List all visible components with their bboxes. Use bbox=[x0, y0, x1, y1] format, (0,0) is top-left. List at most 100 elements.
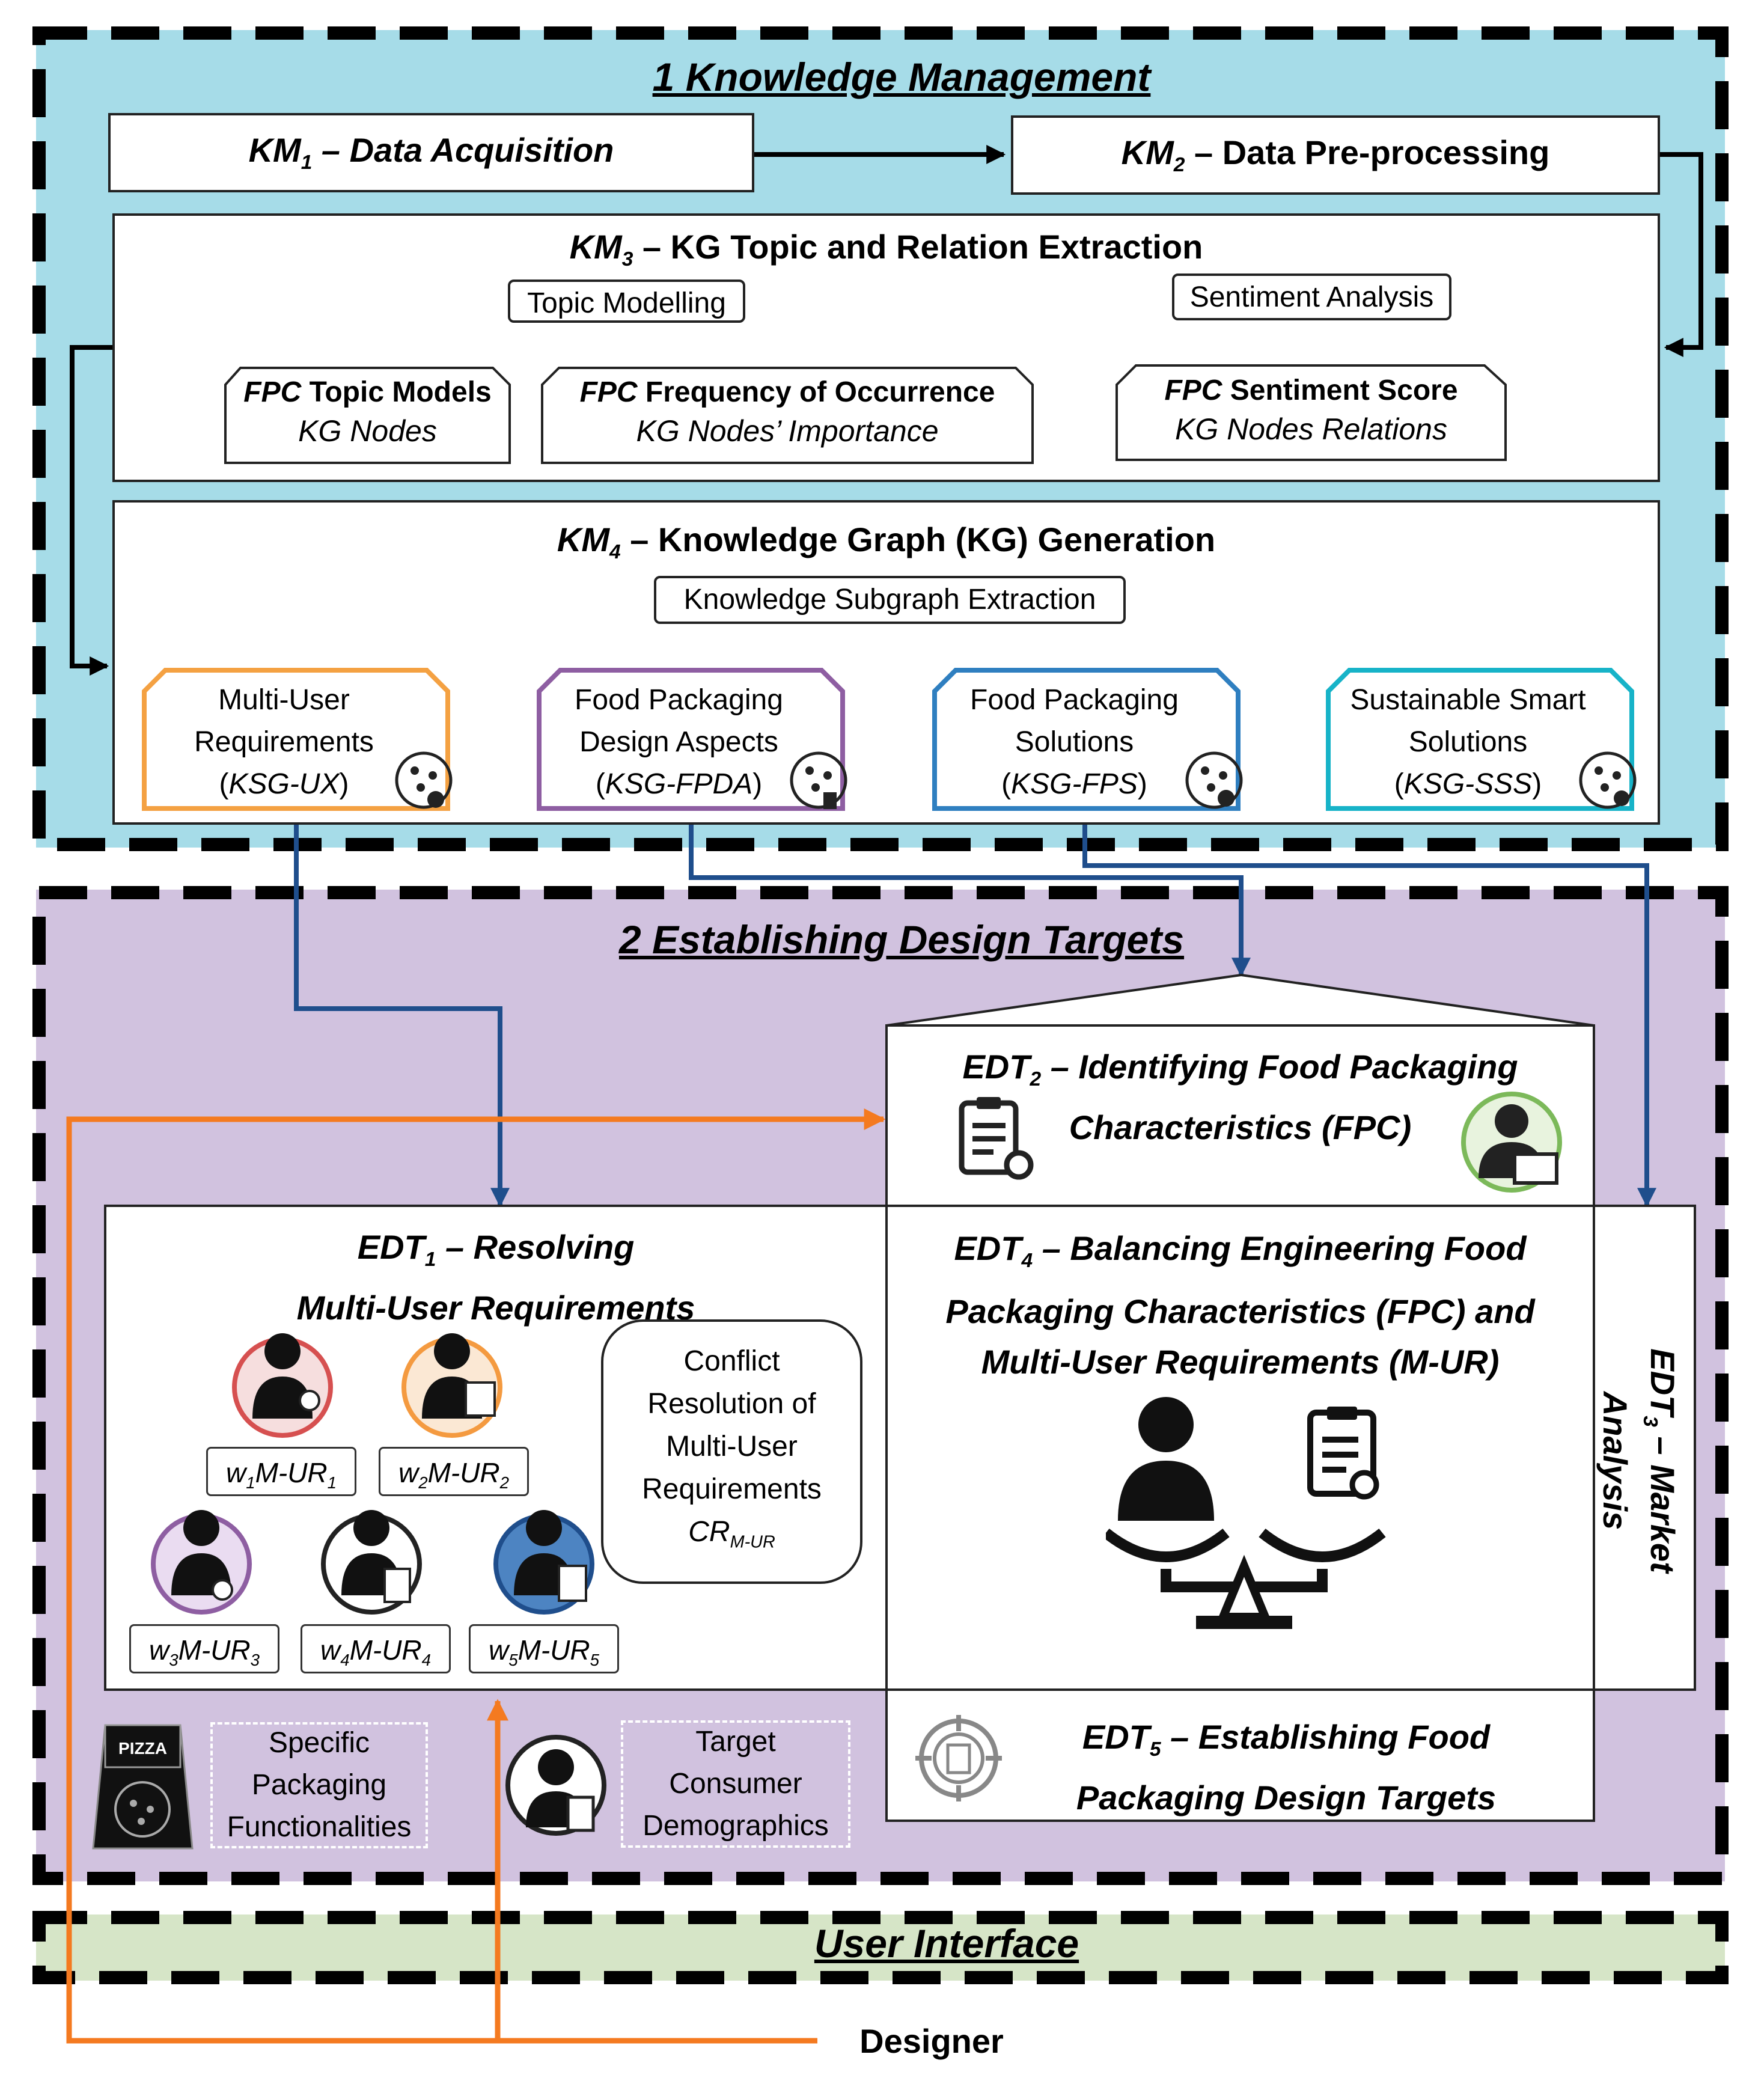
ur1-sub: 1 bbox=[327, 1473, 337, 1493]
ur5-w: 5 bbox=[508, 1651, 518, 1670]
ur-label-3: w3M-UR3 bbox=[129, 1624, 279, 1673]
edt2-line1: – Identifying Food Packaging bbox=[1041, 1048, 1518, 1086]
ur3-sub: 3 bbox=[250, 1651, 260, 1670]
edt4-line1: – Balancing Engineering Food bbox=[1033, 1229, 1527, 1267]
edt3-line2: Analysis bbox=[1596, 1391, 1634, 1530]
edt3-title: EDT3 – Market Analysis bbox=[1596, 1214, 1682, 1707]
designer-computer-icon bbox=[1461, 1092, 1562, 1193]
ur2-w: 2 bbox=[418, 1473, 428, 1493]
ur-label-1: w1M-UR1 bbox=[206, 1447, 356, 1496]
ksg-sss-code: KSG-SSS bbox=[1403, 768, 1533, 800]
sentiment-analysis-tag: Sentiment Analysis bbox=[1172, 273, 1451, 320]
ur4-text: M-UR bbox=[349, 1634, 422, 1666]
user-interface-title[interactable]: User Interface bbox=[814, 1921, 1079, 1966]
edt2-sub: 2 bbox=[1030, 1068, 1042, 1091]
fpc-label-3: FPC bbox=[1164, 374, 1222, 406]
edt1-prefix: EDT bbox=[357, 1228, 425, 1266]
consumer-icon bbox=[505, 1735, 606, 1836]
km3-sub: 3 bbox=[621, 248, 633, 271]
kg-nodes-label: KG Nodes bbox=[298, 414, 437, 448]
balance-scale-icon bbox=[1106, 1397, 1386, 1629]
ur4-sub: 4 bbox=[421, 1651, 432, 1670]
conflict-resolution-box: Conflict Resolution of Multi-User Requir… bbox=[601, 1319, 862, 1584]
edt4-line3: Multi-User Requirements (M-UR) bbox=[981, 1343, 1500, 1381]
ui-panel bbox=[36, 1914, 1725, 1981]
ur1-text: M-UR bbox=[255, 1457, 328, 1488]
km1-prefix: KM bbox=[248, 131, 301, 170]
clipboard-gear-icon bbox=[959, 1097, 1034, 1180]
specific-line3: Functionalities bbox=[227, 1811, 412, 1843]
fpc-frequency: FPC Frequency of Occurrence KG Nodes’ Im… bbox=[542, 376, 1033, 448]
edt4-title: EDT4 – Balancing Engineering Food Packag… bbox=[887, 1223, 1594, 1387]
fpc-sentiment: FPC Sentiment Score KG Nodes Relations bbox=[1117, 374, 1506, 447]
edt2-title: EDT2 – Identifying Food Packaging Charac… bbox=[887, 1043, 1594, 1152]
km1-sub: 1 bbox=[301, 151, 313, 174]
conflict-line3: Multi-User bbox=[666, 1430, 798, 1462]
ksg-sss-line1: Sustainable Smart bbox=[1350, 684, 1586, 716]
km4-prefix: KM bbox=[557, 521, 609, 558]
km1-box: KM1 – Data Acquisition bbox=[108, 113, 754, 192]
ksg-fps-line2: Solutions bbox=[1015, 726, 1134, 758]
user-icon-4 bbox=[323, 1516, 420, 1612]
ksg-fps-line1: Food Packaging bbox=[970, 684, 1179, 716]
km4-title: KM4 – Knowledge Graph (KG) Generation bbox=[112, 520, 1660, 564]
km4-sub: 4 bbox=[609, 541, 621, 564]
km3-prefix: KM bbox=[569, 228, 622, 266]
user-icon-2 bbox=[404, 1339, 500, 1435]
edt2-line2: Characteristics (FPC) bbox=[1069, 1108, 1412, 1147]
ur-label-2: w2M-UR2 bbox=[379, 1447, 529, 1496]
km2-prefix: KM bbox=[1121, 133, 1174, 172]
edt5-sub: 5 bbox=[1149, 1738, 1161, 1761]
ksg-fps-code: KSG-FPS bbox=[1011, 768, 1138, 800]
ur4-w: 4 bbox=[340, 1651, 350, 1670]
edt4-prefix: EDT bbox=[954, 1229, 1022, 1267]
conflict-cr-sub: M-UR bbox=[730, 1532, 775, 1552]
kg-nodes-relations-label: KG Nodes Relations bbox=[1174, 412, 1447, 446]
ksg-fpda-code: KSG-FPDA bbox=[605, 768, 753, 800]
kg-nodes-importance-label: KG Nodes’ Importance bbox=[636, 414, 939, 448]
edt1-sub: 1 bbox=[424, 1248, 436, 1271]
ksg-sss-line2: Solutions bbox=[1408, 726, 1528, 758]
fpc-label-1: FPC bbox=[243, 376, 302, 408]
pizza-label: PIZZA bbox=[118, 1739, 167, 1758]
specific-line2: Packaging bbox=[251, 1769, 387, 1801]
km2-sub: 2 bbox=[1173, 154, 1185, 177]
edt1-title: EDT1 – Resolving Multi-User Requirements bbox=[105, 1223, 887, 1332]
ur-label-4: w4M-UR4 bbox=[301, 1624, 451, 1673]
edt3-prefix: EDT bbox=[1644, 1348, 1682, 1416]
ur2-text: M-UR bbox=[427, 1457, 500, 1488]
topic-modelling-tag: Topic Modelling bbox=[508, 280, 745, 323]
ur5-sub: 5 bbox=[590, 1651, 600, 1670]
fpc-label-2: FPC bbox=[579, 376, 638, 408]
conflict-line4: Requirements bbox=[642, 1473, 822, 1505]
edt5-title: EDT5 – Establishing Food Packaging Desig… bbox=[986, 1713, 1587, 1822]
fpc-topic-models: FPC Topic Models KG Nodes bbox=[225, 376, 510, 448]
edt3-sub: 3 bbox=[1638, 1416, 1661, 1427]
target-line3: Demographics bbox=[642, 1810, 829, 1842]
target-line2: Consumer bbox=[669, 1768, 802, 1800]
topic-models-label: Topic Models bbox=[301, 376, 492, 408]
ur-label-5: w5M-UR5 bbox=[469, 1624, 619, 1673]
edt4-sub: 4 bbox=[1021, 1250, 1033, 1273]
ur5-text: M-UR bbox=[517, 1634, 590, 1666]
ksg-ux-line1: Multi-User bbox=[218, 684, 350, 716]
edt5-prefix: EDT bbox=[1082, 1718, 1150, 1756]
edt4-line2: Packaging Characteristics (FPC) and bbox=[945, 1292, 1535, 1331]
km2-title: – Data Pre-processing bbox=[1185, 133, 1550, 172]
edt2-prefix: EDT bbox=[962, 1048, 1030, 1086]
user-icon-3 bbox=[153, 1516, 249, 1612]
edt-panel-title: 2 Establishing Design Targets bbox=[618, 917, 1185, 962]
km-panel-title: 1 Knowledge Management bbox=[652, 55, 1151, 99]
ur3-text: M-UR bbox=[178, 1634, 251, 1666]
user-icon-1 bbox=[234, 1339, 331, 1435]
frequency-label: Frequency of Occurrence bbox=[637, 376, 995, 408]
specific-line1: Specific bbox=[268, 1727, 370, 1759]
km3-title-text: – KG Topic and Relation Extraction bbox=[633, 228, 1203, 266]
ksg-ux-line2: Requirements bbox=[194, 726, 374, 758]
